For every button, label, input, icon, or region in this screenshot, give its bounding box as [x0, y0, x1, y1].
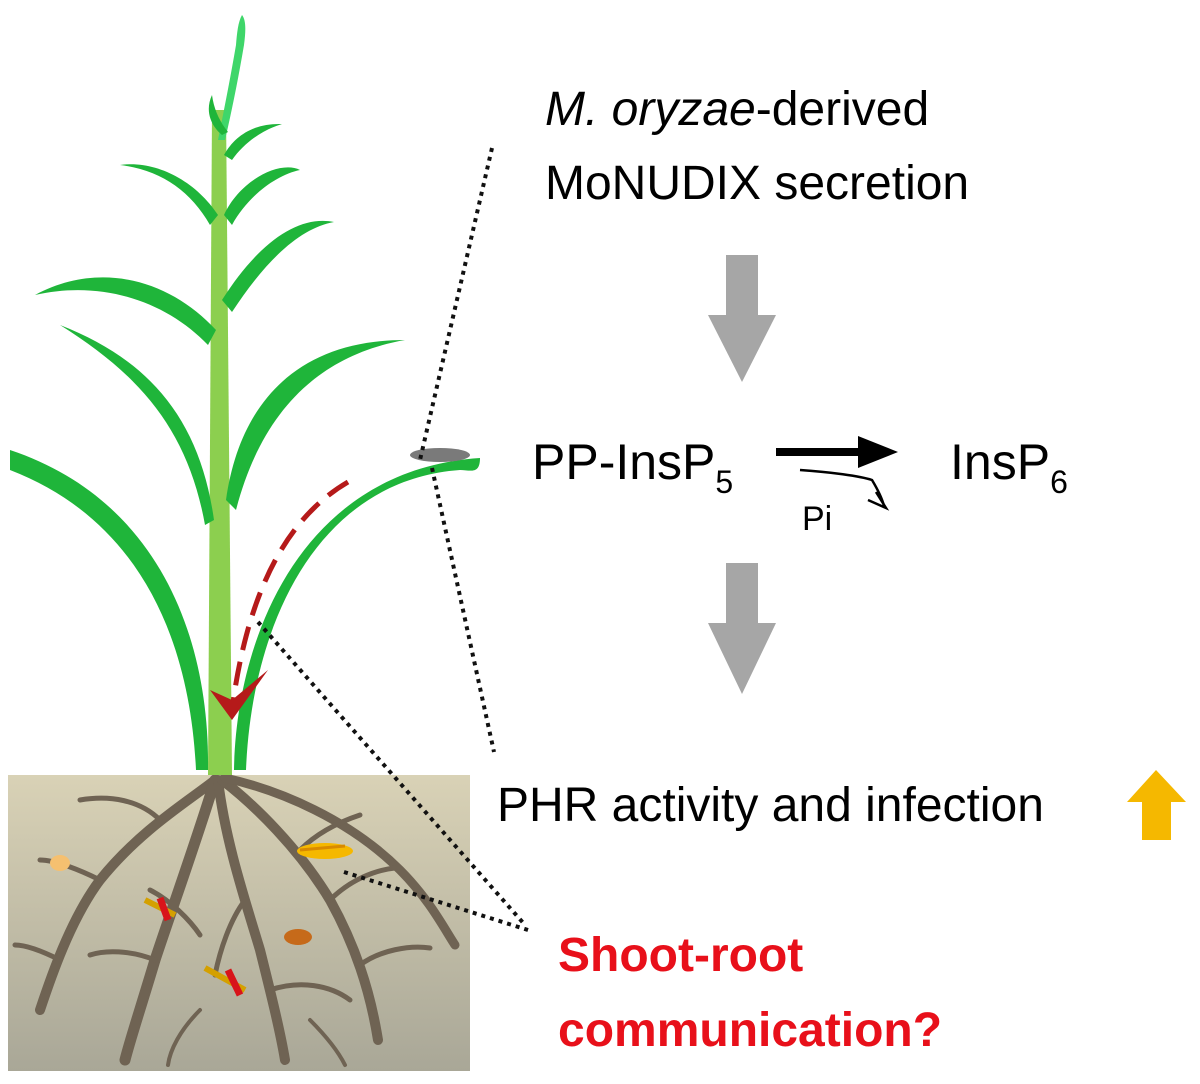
question-line-1: Shoot-root — [558, 929, 804, 982]
product-base: InsP — [950, 434, 1051, 490]
substrate-label: PP-InsP5 — [532, 437, 733, 498]
transport-arrow — [229, 479, 350, 711]
outcome-label: PHR activity and infection — [497, 779, 1044, 832]
product-subscript: 6 — [1050, 464, 1068, 500]
flow-arrow-1 — [708, 255, 776, 382]
product-label: InsP6 — [950, 437, 1068, 498]
flow-arrow-2 — [708, 563, 776, 694]
stem — [208, 110, 232, 775]
secretion-line-2: MoNUDIX secretion — [545, 157, 970, 210]
secretion-line-1: M. oryzae-derived — [545, 86, 929, 134]
question-line-2: communication? — [558, 1004, 943, 1057]
root-markers — [50, 843, 353, 997]
leaf-lesion — [410, 448, 470, 462]
soil-block — [8, 775, 470, 1071]
zoom-lines — [256, 147, 529, 932]
up-arrow-icon — [1127, 770, 1186, 840]
organism-name: M. oryzae — [545, 83, 756, 136]
transport-arrow-head — [210, 670, 268, 720]
phosphate-label: Pi — [802, 500, 833, 538]
reaction-arrow — [776, 436, 898, 511]
substrate-subscript: 5 — [715, 464, 734, 500]
organism-suffix: -derived — [755, 83, 930, 136]
leaves — [10, 15, 480, 770]
substrate-base: PP-InsP — [532, 434, 716, 490]
